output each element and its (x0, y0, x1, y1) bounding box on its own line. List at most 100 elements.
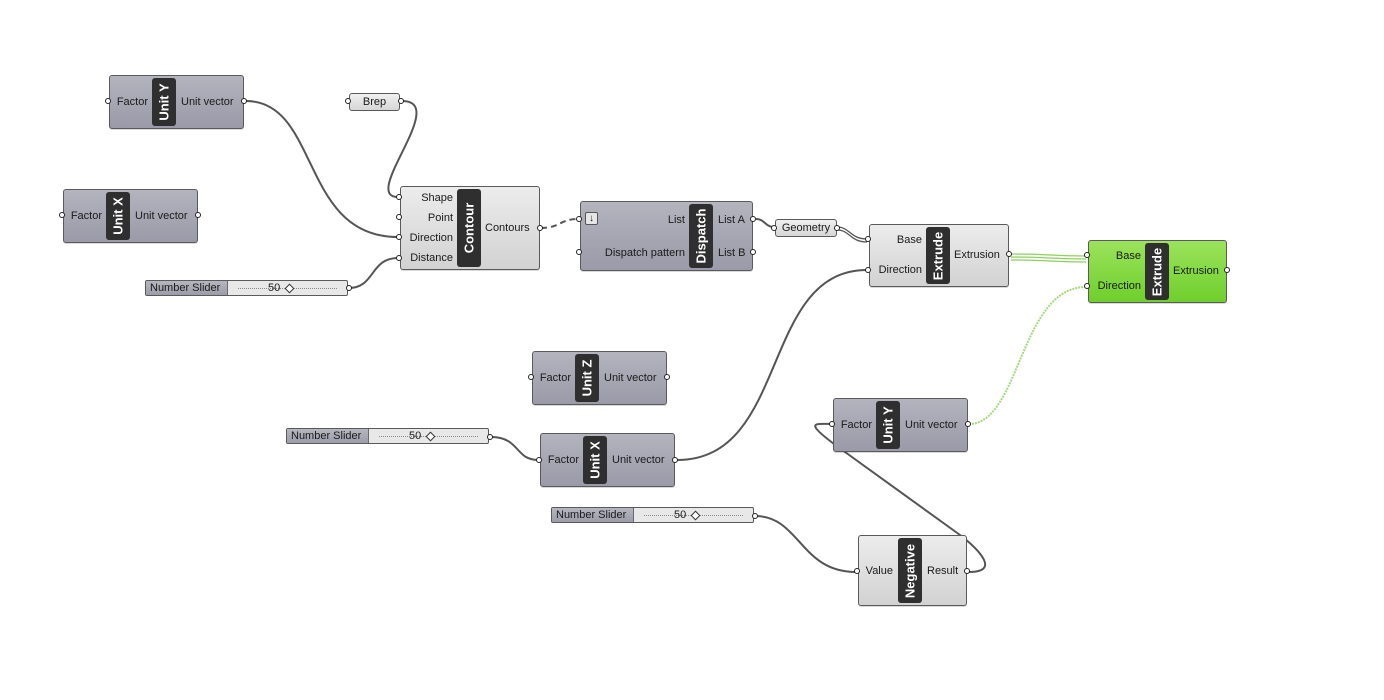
component-nickname: Contour (461, 202, 477, 254)
slider-name: Number Slider (552, 508, 634, 522)
output-port[interactable] (964, 568, 970, 574)
input-port[interactable] (1084, 252, 1090, 258)
wire-brep-to-shape (387, 100, 418, 198)
component-nickname: Negative (902, 543, 918, 598)
slider-knob[interactable] (690, 510, 701, 521)
output-port[interactable] (1006, 251, 1012, 257)
output-port[interactable] (664, 374, 670, 380)
slider-knob[interactable] (425, 431, 436, 442)
component-nickname: Dispatch (693, 208, 709, 264)
list-input-label: List (667, 214, 685, 226)
geometry-param[interactable]: Geometry (775, 219, 837, 237)
number-slider[interactable]: Number Slider 50 (551, 507, 754, 523)
base-input-label: Base (896, 234, 922, 246)
unit-x-component[interactable]: Factor Unit X Unit vector (540, 433, 675, 487)
dispatch-component[interactable]: ↓ List Dispatch pattern Dispatch List A … (580, 201, 753, 271)
output-port[interactable] (1224, 267, 1230, 273)
input-port[interactable] (536, 457, 542, 463)
component-core[interactable]: Extrude (926, 227, 950, 284)
component-core[interactable]: Unit X (106, 192, 130, 240)
output-port[interactable] (487, 434, 493, 440)
distance-input-label: Distance (410, 252, 453, 264)
input-port[interactable] (576, 249, 582, 255)
unit-x-component[interactable]: Factor Unit X Unit vector (63, 189, 198, 243)
wire-unitx-to-extrude-direction (676, 269, 868, 461)
wire-slider1-to-distance (348, 257, 399, 289)
output-port[interactable] (752, 513, 758, 519)
input-port[interactable] (865, 236, 871, 242)
number-slider[interactable]: Number Slider 50 (286, 428, 489, 444)
slider-value: 50 (674, 509, 687, 521)
unit-z-component[interactable]: Factor Unit Z Unit vector (532, 351, 667, 405)
extrude-component[interactable]: Base Direction Extrude Extrusion (869, 224, 1009, 287)
list-a-output-label: List A (718, 214, 745, 226)
point-input-label: Point (427, 212, 453, 224)
output-port[interactable] (537, 225, 543, 231)
input-port[interactable] (528, 374, 534, 380)
input-port[interactable] (1084, 283, 1090, 289)
input-port[interactable] (829, 421, 835, 427)
component-core[interactable]: Dispatch (689, 204, 713, 268)
output-port[interactable] (965, 421, 971, 427)
direction-input-label: Direction (878, 264, 922, 276)
output-port[interactable] (241, 98, 247, 104)
wire-slider2-to-factor (490, 436, 539, 461)
wire-contours-to-list (540, 218, 579, 229)
list-b-output-label: List B (718, 247, 746, 259)
component-nickname: Unit Y (156, 83, 172, 121)
wire-extrusion-to-base (1010, 253, 1087, 257)
unit-y-component[interactable]: Factor Unit Y Unit vector (833, 398, 968, 452)
extrude-component-selected[interactable]: Base Direction Extrude Extrusion (1088, 240, 1227, 303)
component-nickname: Extrude (1149, 247, 1165, 296)
unit-vector-output-label: Unit vector (135, 210, 188, 222)
component-core[interactable]: Unit Y (876, 401, 900, 449)
output-port[interactable] (750, 216, 756, 222)
input-port[interactable] (396, 194, 402, 200)
brep-param[interactable]: Brep (349, 93, 400, 111)
input-port[interactable] (396, 214, 402, 220)
direction-input-label: Direction (1097, 280, 1141, 292)
component-core[interactable]: Unit X (583, 436, 607, 484)
slider-value: 50 (268, 282, 281, 294)
input-port[interactable] (771, 225, 777, 231)
number-slider[interactable]: Number Slider 50 (145, 280, 348, 296)
contour-component[interactable]: Shape Point Direction Distance Contour C… (400, 186, 540, 270)
brep-label: Brep (362, 96, 387, 108)
component-core[interactable]: Contour (457, 189, 481, 267)
slider-name: Number Slider (146, 281, 228, 295)
component-core[interactable]: Unit Z (575, 354, 599, 402)
input-port[interactable] (854, 568, 860, 574)
input-port[interactable] (105, 98, 111, 104)
slider-value: 50 (409, 430, 422, 442)
value-input-label: Value (865, 565, 893, 577)
output-port[interactable] (750, 249, 756, 255)
output-port[interactable] (346, 285, 352, 291)
output-port[interactable] (398, 98, 404, 104)
contours-output-label: Contours (485, 222, 530, 234)
wire-slider3-to-value (754, 515, 857, 573)
input-port[interactable] (865, 267, 871, 273)
output-port[interactable] (672, 457, 678, 463)
component-core[interactable]: Unit Y (152, 78, 176, 126)
input-port[interactable] (576, 216, 582, 222)
component-core[interactable]: Negative (898, 538, 922, 603)
input-port[interactable] (396, 234, 402, 240)
factor-input-label: Factor (116, 96, 148, 108)
factor-input-label: Factor (70, 210, 102, 222)
negative-component[interactable]: Value Negative Result (858, 535, 967, 606)
extrusion-output-label: Extrusion (954, 249, 1000, 261)
output-port[interactable] (834, 225, 840, 231)
shape-input-label: Shape (421, 192, 453, 204)
input-port[interactable] (59, 212, 65, 218)
input-port[interactable] (345, 98, 351, 104)
factor-input-label: Factor (840, 419, 872, 431)
base-input-label: Base (1115, 250, 1141, 262)
unit-y-component[interactable]: Factor Unit Y Unit vector (109, 75, 244, 129)
input-port[interactable] (396, 255, 402, 261)
output-port[interactable] (195, 212, 201, 218)
unit-vector-output-label: Unit vector (604, 372, 657, 384)
component-core[interactable]: Extrude (1145, 243, 1169, 300)
slider-knob[interactable] (284, 283, 295, 294)
down-arrow-icon[interactable]: ↓ (585, 212, 598, 225)
